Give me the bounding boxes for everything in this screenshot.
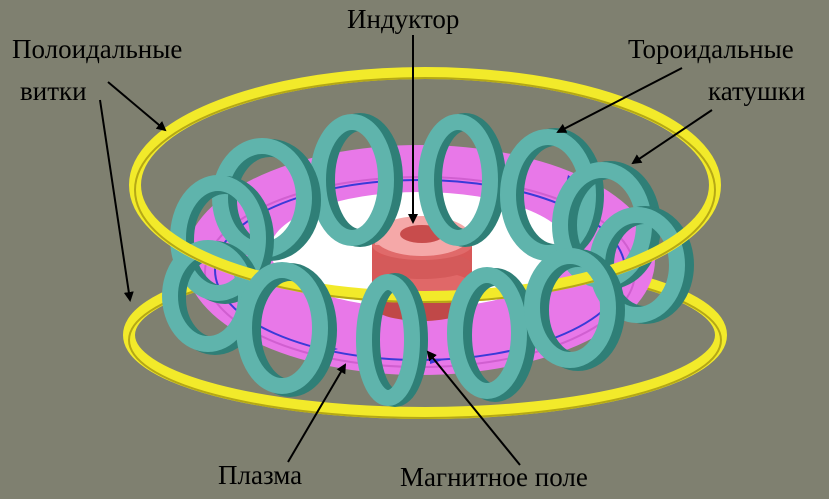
label-toroidal-line2: катушки <box>708 76 805 107</box>
poloidal-arrow-lower <box>100 100 130 300</box>
label-toroidal-line1: Тороидальные <box>628 34 794 65</box>
label-magnetic-field: Магнитное поле <box>400 462 588 493</box>
label-poloidal-line2: витки <box>20 76 87 107</box>
label-plasma: Плазма <box>218 460 302 491</box>
label-inductor: Индуктор <box>347 4 459 35</box>
label-poloidal-line1: Полоидальные <box>12 34 182 65</box>
poloidal-arrow-upper <box>108 82 165 130</box>
